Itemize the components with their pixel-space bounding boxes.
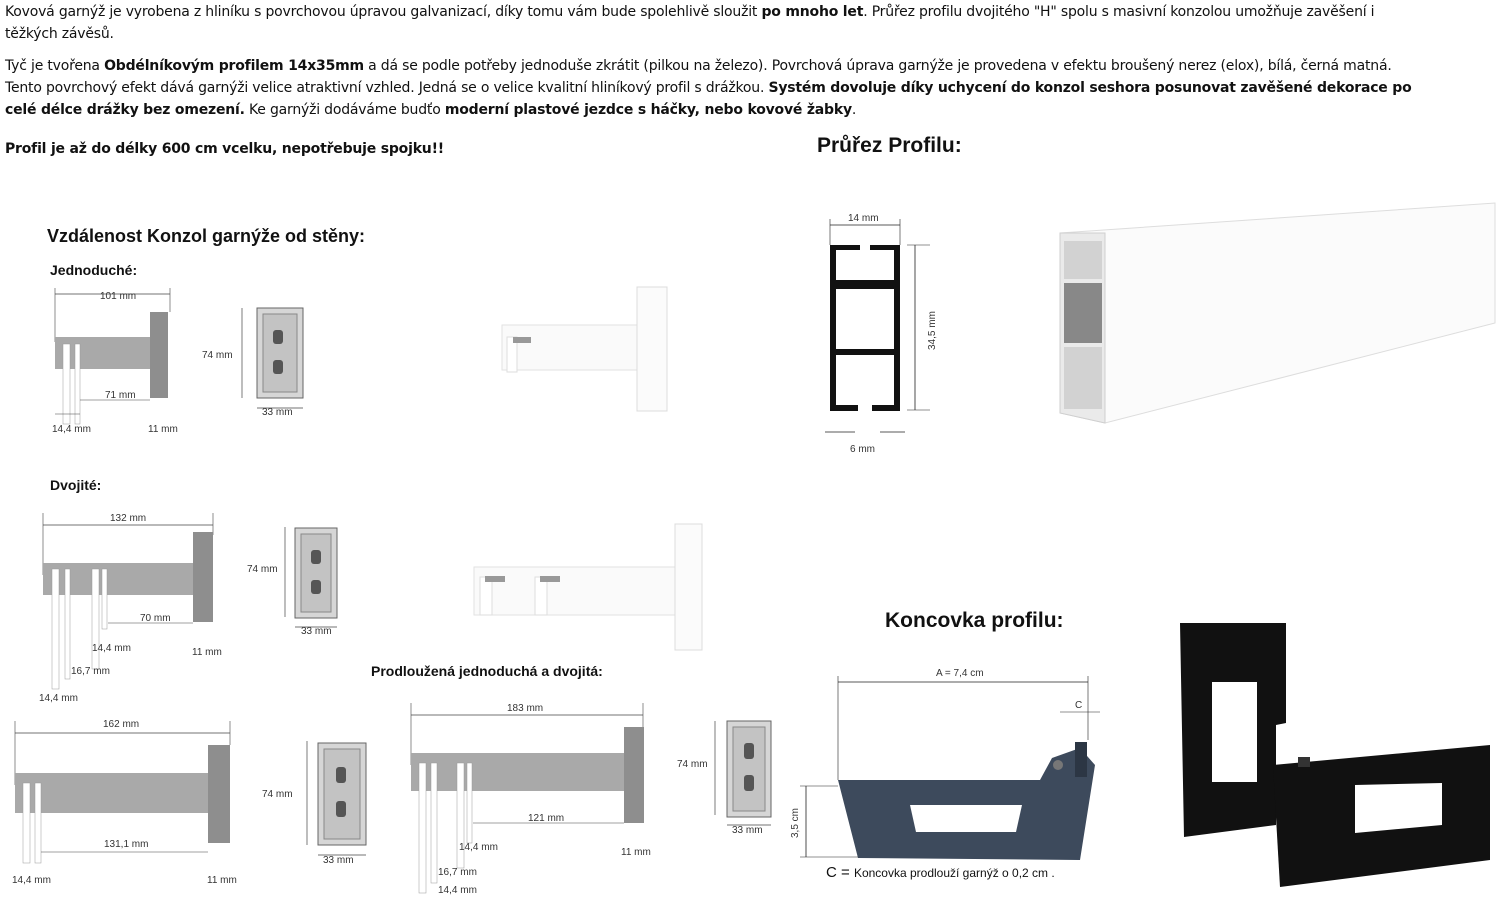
dim-3-5: 3,5 cm [790,808,801,838]
dim-74: 74 mm [262,789,293,800]
dim-14: 14 mm [848,213,879,224]
dim-162: 162 mm [103,719,139,730]
profile-title: Průřez Profilu: [817,134,962,157]
dim-16-7: 16,7 mm [71,666,110,677]
double-plate-drawing: 74 mm 33 mm [247,527,338,637]
dim-14-4: 14,4 mm [52,424,91,435]
single-label: Jednoduché: [50,262,138,278]
dim-14-4-a: 14,4 mm [92,643,131,654]
dim-70: 70 mm [140,613,171,624]
dim-74: 74 mm [677,759,708,770]
dim-131-1: 131,1 mm [104,839,148,850]
dim-c: C [1075,700,1082,711]
endcap-note-label: C = [826,864,854,881]
extended-single-drawing: 162 mm 131,1 mm 14,4 mm 11 mm [12,719,237,886]
dim-74: 74 mm [202,350,233,361]
dim-14-4-a: 14,4 mm [459,842,498,853]
dim-a: A = 7,4 cm [936,668,984,679]
profile-3d-photo [1059,202,1496,424]
dim-14-4-b: 14,4 mm [39,693,78,704]
extended-double-plate-drawing: 74 mm 33 mm [677,720,772,836]
dim-74: 74 mm [247,564,278,575]
intro-bold: po mnoho let [761,4,864,20]
intro-text: . [851,102,857,118]
dim-33: 33 mm [301,626,332,637]
single-white-bracket-photo [501,286,668,412]
intro-bold: Systém dovoluje díky uchycení do konzol … [5,80,1412,118]
intro-bold: moderní plastové jezdce s háčky, nebo ko… [444,102,852,118]
intro-paragraph-2: Tyč je tvořena Obdélníkovým profilem 14x… [5,55,1425,121]
dim-132: 132 mm [110,513,146,524]
intro-text: Ke garnýži dodáváme budťo [244,102,445,118]
dim-33: 33 mm [262,407,293,418]
intro-text: Kovová garnýž je vyrobena z hliníku s po… [5,4,762,20]
dim-14-4-b: 14,4 mm [438,885,477,896]
endcap-title: Koncovka profilu: [885,609,1064,632]
dim-14-4: 14,4 mm [12,875,51,886]
dim-183: 183 mm [507,703,543,714]
extended-single-plate-drawing: 74 mm 33 mm [262,741,367,866]
intro-bold: Profil je až do délky 600 cm vcelku, nep… [5,141,444,157]
dim-33: 33 mm [732,825,763,836]
double-label: Dvojité: [50,477,102,493]
dim-6: 6 mm [850,444,875,455]
double-bracket-drawing: 132 mm 70 mm 14,4 mm 16,7 mm 14,4 mm 11 … [39,513,222,704]
endcap-note-text: Koncovka prodlouží garnýž o 0,2 cm . [853,866,1055,880]
dim-11: 11 mm [192,647,222,658]
double-white-bracket-photo [473,523,703,651]
intro-bold: Obdélníkovým profilem 14x35mm [104,58,364,74]
extended-double-drawing: 183 mm 121 mm 14,4 mm 16,7 mm 14,4 mm 11… [410,703,651,896]
dim-101: 101 mm [100,291,136,302]
endcap-drawing: A = 7,4 cm C 3,5 cm [790,668,1100,860]
dim-121: 121 mm [528,813,564,824]
single-plate-drawing: 74 mm 33 mm [202,307,304,418]
dim-11: 11 mm [207,875,237,886]
intro-text: a dá se podle potřeby jednoduše zkrátit … [5,58,1392,96]
dim-33: 33 mm [323,855,354,866]
profile-cross-section: 14 mm 34,5 mm 6 mm [825,213,938,455]
dim-11: 11 mm [621,847,651,858]
intro-text: Tyč je tvořena [5,58,105,74]
distance-title: Vzdálenost Konzol garnýže od stěny: [47,226,366,246]
endcap-note: C = Koncovka prodlouží garnýž o 0,2 cm . [826,864,1055,882]
dim-71: 71 mm [105,390,136,401]
intro-paragraph-1: Kovová garnýž je vyrobena z hliníku s po… [5,1,1385,45]
dim-16-7: 16,7 mm [438,867,477,878]
intro-text: . Průřez profilu dvojitého "H" spolu s m… [5,4,1375,42]
extended-label: Prodloužená jednoduchá a dvojitá: [371,663,603,679]
endcap-black-photo [1180,623,1490,887]
dim-34-5: 34,5 mm [927,311,938,350]
dim-11: 11 mm [148,424,178,435]
intro-paragraph-3: Profil je až do délky 600 cm vcelku, nep… [5,138,444,160]
single-bracket-drawing: 101 mm 71 mm 14,4 mm 11 mm [52,288,178,435]
